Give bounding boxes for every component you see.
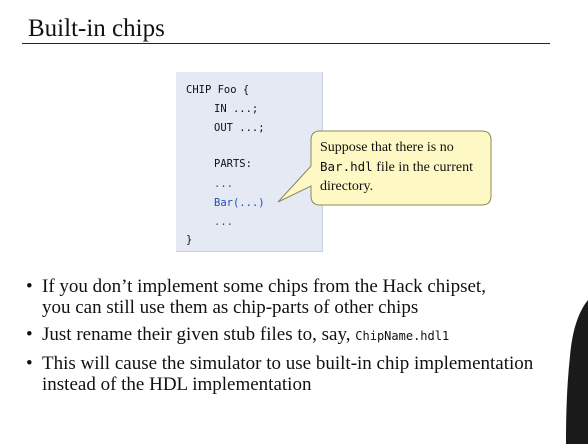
code-line-close-brace: } bbox=[186, 234, 193, 246]
code-line-out: OUT ...; bbox=[214, 122, 265, 134]
code-line-bar: Bar(...) bbox=[214, 197, 265, 209]
bullet-3-line-1: This will cause the simulator to use bui… bbox=[42, 353, 534, 374]
callout-code-filename: Bar.hdl bbox=[320, 159, 373, 174]
bullet-marker: • bbox=[26, 276, 33, 297]
code-line-ellipsis-2: ... bbox=[214, 216, 233, 228]
bullet-1-line-1: If you don’t implement some chips from t… bbox=[42, 276, 486, 297]
code-line-chip: CHIP Foo { bbox=[186, 84, 250, 96]
code-example-box: CHIP Foo { IN ...; OUT ...; PARTS: ... B… bbox=[176, 72, 323, 252]
bullet-list: • If you don’t implement some chips from… bbox=[26, 276, 588, 401]
callout-text-part2: file in the current directory. bbox=[320, 160, 473, 194]
callout-bubble: Suppose that there is no Bar.hdl file in… bbox=[277, 130, 492, 206]
bullet-item-1: • If you don’t implement some chips from… bbox=[26, 276, 588, 318]
callout-text: Suppose that there is no Bar.hdl file in… bbox=[320, 138, 488, 196]
code-line-parts: PARTS: bbox=[214, 158, 252, 170]
code-line-in: IN ...; bbox=[214, 103, 259, 115]
title-divider bbox=[22, 43, 550, 44]
bullet-3-line-2: instead of the HDL implementation bbox=[42, 374, 312, 395]
bullet-2-text: Just rename their given stub files to, s… bbox=[42, 324, 356, 345]
slide-title: Built-in chips bbox=[28, 15, 165, 42]
callout-shape bbox=[277, 130, 492, 206]
bullet-2-line-1: Just rename their given stub files to, s… bbox=[42, 324, 588, 347]
callout-text-part1: Suppose that there is no bbox=[320, 140, 454, 155]
bullet-2-code: ChipName.hdl1 bbox=[355, 329, 450, 343]
bullet-marker: • bbox=[26, 324, 33, 345]
bullet-marker: • bbox=[26, 353, 33, 374]
bullet-1-line-2: you can still use them as chip-parts of … bbox=[42, 297, 419, 318]
bullet-item-2: • Just rename their given stub files to,… bbox=[26, 324, 588, 347]
bullet-item-3: • This will cause the simulator to use b… bbox=[26, 353, 588, 395]
code-line-ellipsis-1: ... bbox=[214, 178, 233, 190]
